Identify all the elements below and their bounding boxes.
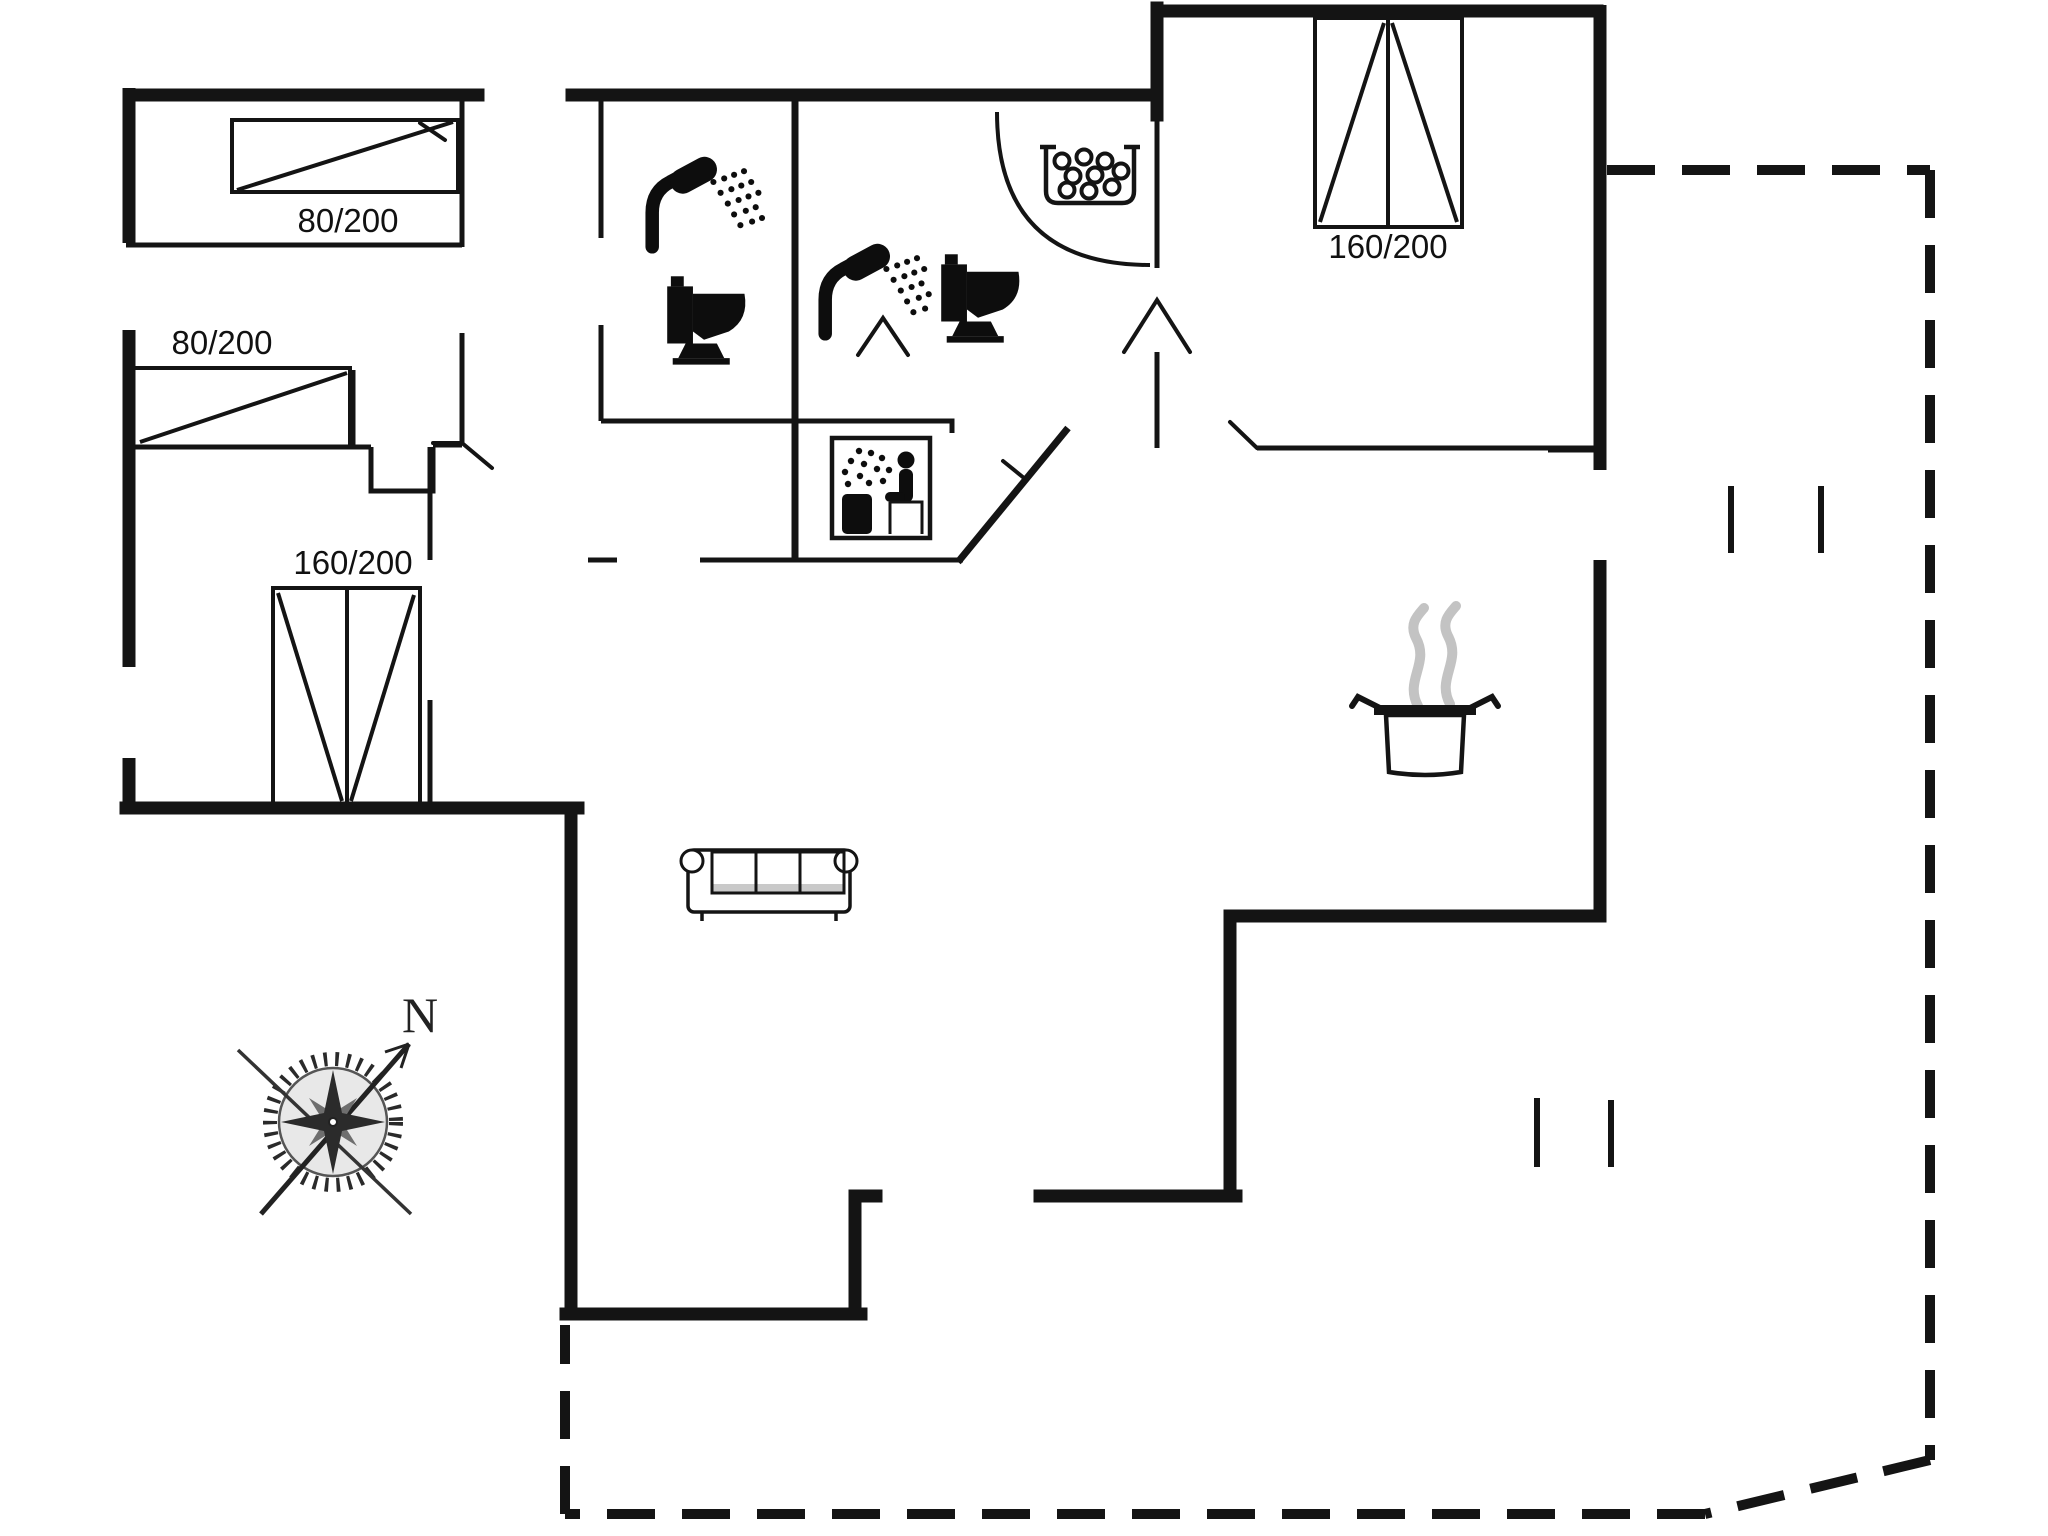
compass-rose-icon <box>236 1042 413 1216</box>
pot-body <box>1383 712 1467 778</box>
bed1-size-label: 80/200 <box>298 202 399 239</box>
terrace-dash-corner <box>1703 1455 1932 1519</box>
bed-frame <box>131 366 352 449</box>
bifold-door-icon <box>856 314 910 357</box>
sofa-icon <box>679 848 859 921</box>
bed-diagonal <box>349 594 416 802</box>
steaming-pot-icon <box>1349 601 1501 778</box>
pot-handle-left <box>1349 693 1383 711</box>
shower-icon <box>645 156 766 254</box>
bed-diagonal <box>1390 22 1459 223</box>
wall-hall-diagonal <box>955 425 1071 565</box>
bed4-size-label: 160/200 <box>1328 228 1447 265</box>
bed-single-1 <box>230 118 460 194</box>
sauna-icon <box>829 435 933 541</box>
doors <box>418 111 1259 470</box>
bed-frame <box>230 118 460 194</box>
outer-walls <box>119 1 1607 1321</box>
bed-single-2 <box>131 366 352 449</box>
door-leaf-diagonal-icon <box>1001 459 1026 480</box>
bed2-size-label: 80/200 <box>172 324 273 361</box>
whirlpool-icon <box>1040 144 1140 206</box>
bed-double-top-right <box>1313 16 1464 229</box>
steam-curl <box>1408 603 1429 711</box>
compass-north-label: N <box>402 987 438 1043</box>
bed-diagonal <box>1318 22 1386 223</box>
wall-flue-notch <box>368 447 436 494</box>
door-leaf-entrance-icon <box>418 121 447 142</box>
pot-handle-right <box>1467 693 1501 711</box>
shower-icon-2 <box>818 243 932 341</box>
wall-bath1-bottom <box>601 418 955 433</box>
terrace-boundary <box>560 165 1935 1519</box>
door-leaf-hall-icon <box>431 441 494 470</box>
door-leaf-bedroom4-icon <box>1228 420 1259 450</box>
bed-double-left <box>271 586 422 808</box>
toilet-icon-2 <box>941 254 1020 343</box>
toilet-icon <box>667 276 746 365</box>
bed3-size-label: 160/200 <box>293 544 412 581</box>
bed-diagonal <box>276 592 344 802</box>
door-arc-icon <box>995 111 1151 267</box>
bifold-door2-icon <box>1122 296 1192 354</box>
steam-curl <box>1440 601 1461 709</box>
bed-diagonal <box>139 371 348 444</box>
bed-diagonal <box>236 120 454 192</box>
